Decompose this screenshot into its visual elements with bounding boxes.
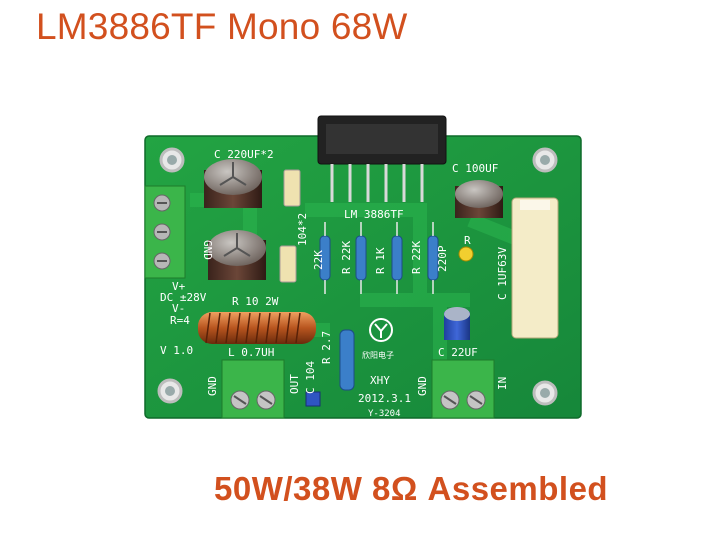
cap-22uf [444, 307, 470, 340]
silk-dc28: DC ±28V [160, 291, 207, 304]
resistor-2-7 [339, 329, 355, 391]
silk-v-plus: V+ [172, 280, 186, 293]
silk-r4: R=4 [170, 314, 190, 327]
silk-r-mid: R [464, 234, 471, 247]
silk-v10: V 1.0 [160, 344, 193, 357]
silk-cap-main: C 220UF*2 [214, 148, 274, 161]
silk-c1uf: C 1UF63V [496, 247, 509, 300]
silk-l07: L 0.7UH [228, 346, 274, 359]
silk-cap-100: C 100UF [452, 162, 498, 175]
silk-in: IN [496, 377, 509, 390]
cap-1uf-box [511, 197, 559, 339]
silk-104x2: 104*2 [296, 213, 309, 246]
silk-r10: R 10 2W [232, 295, 279, 308]
cap-100uf [455, 180, 503, 218]
output-terminal [221, 359, 285, 419]
silk-ic: LM 3886TF [344, 208, 404, 221]
silk-chinese: 欣阳电子 [362, 350, 394, 360]
silk-r22k-2: R 22K [340, 241, 353, 274]
lm3886-ic [317, 115, 447, 202]
silk-r27: R 2.7 [320, 331, 333, 364]
logo-mark [369, 318, 393, 342]
inductor-coil [198, 312, 316, 344]
power-terminal [144, 185, 186, 279]
silk-date: 2012.3.1 [358, 392, 411, 405]
silk-gnd-out: GND [206, 376, 219, 396]
silk-r22k-1: 22K [312, 250, 325, 270]
silk-r22k-3: R 22K [410, 241, 423, 274]
silk-gnd-in: GND [416, 376, 429, 396]
silk-xhy: XHY [370, 374, 390, 387]
product-title: LM3886TF Mono 68W [36, 6, 408, 47]
film-capacitors [279, 169, 301, 283]
mounting-holes [157, 147, 558, 406]
silk-model: Y-3204 [368, 409, 401, 419]
small-blue-cap [305, 391, 321, 407]
product-subtitle: 50W/38W 8Ω Assembled [214, 470, 609, 507]
resistor-array [319, 222, 474, 294]
filter-capacitors [204, 159, 266, 280]
silk-gnd-left: GND [201, 240, 214, 260]
silk-c220p: 220P [436, 245, 449, 272]
input-terminal [431, 359, 495, 419]
silk-v-minus: V- [172, 302, 185, 315]
silk-c22: C 22UF [438, 346, 478, 359]
silk-c104: C 104 [304, 361, 317, 394]
silk-r1k: R 1K [374, 247, 387, 274]
silk-out: OUT [288, 374, 301, 394]
